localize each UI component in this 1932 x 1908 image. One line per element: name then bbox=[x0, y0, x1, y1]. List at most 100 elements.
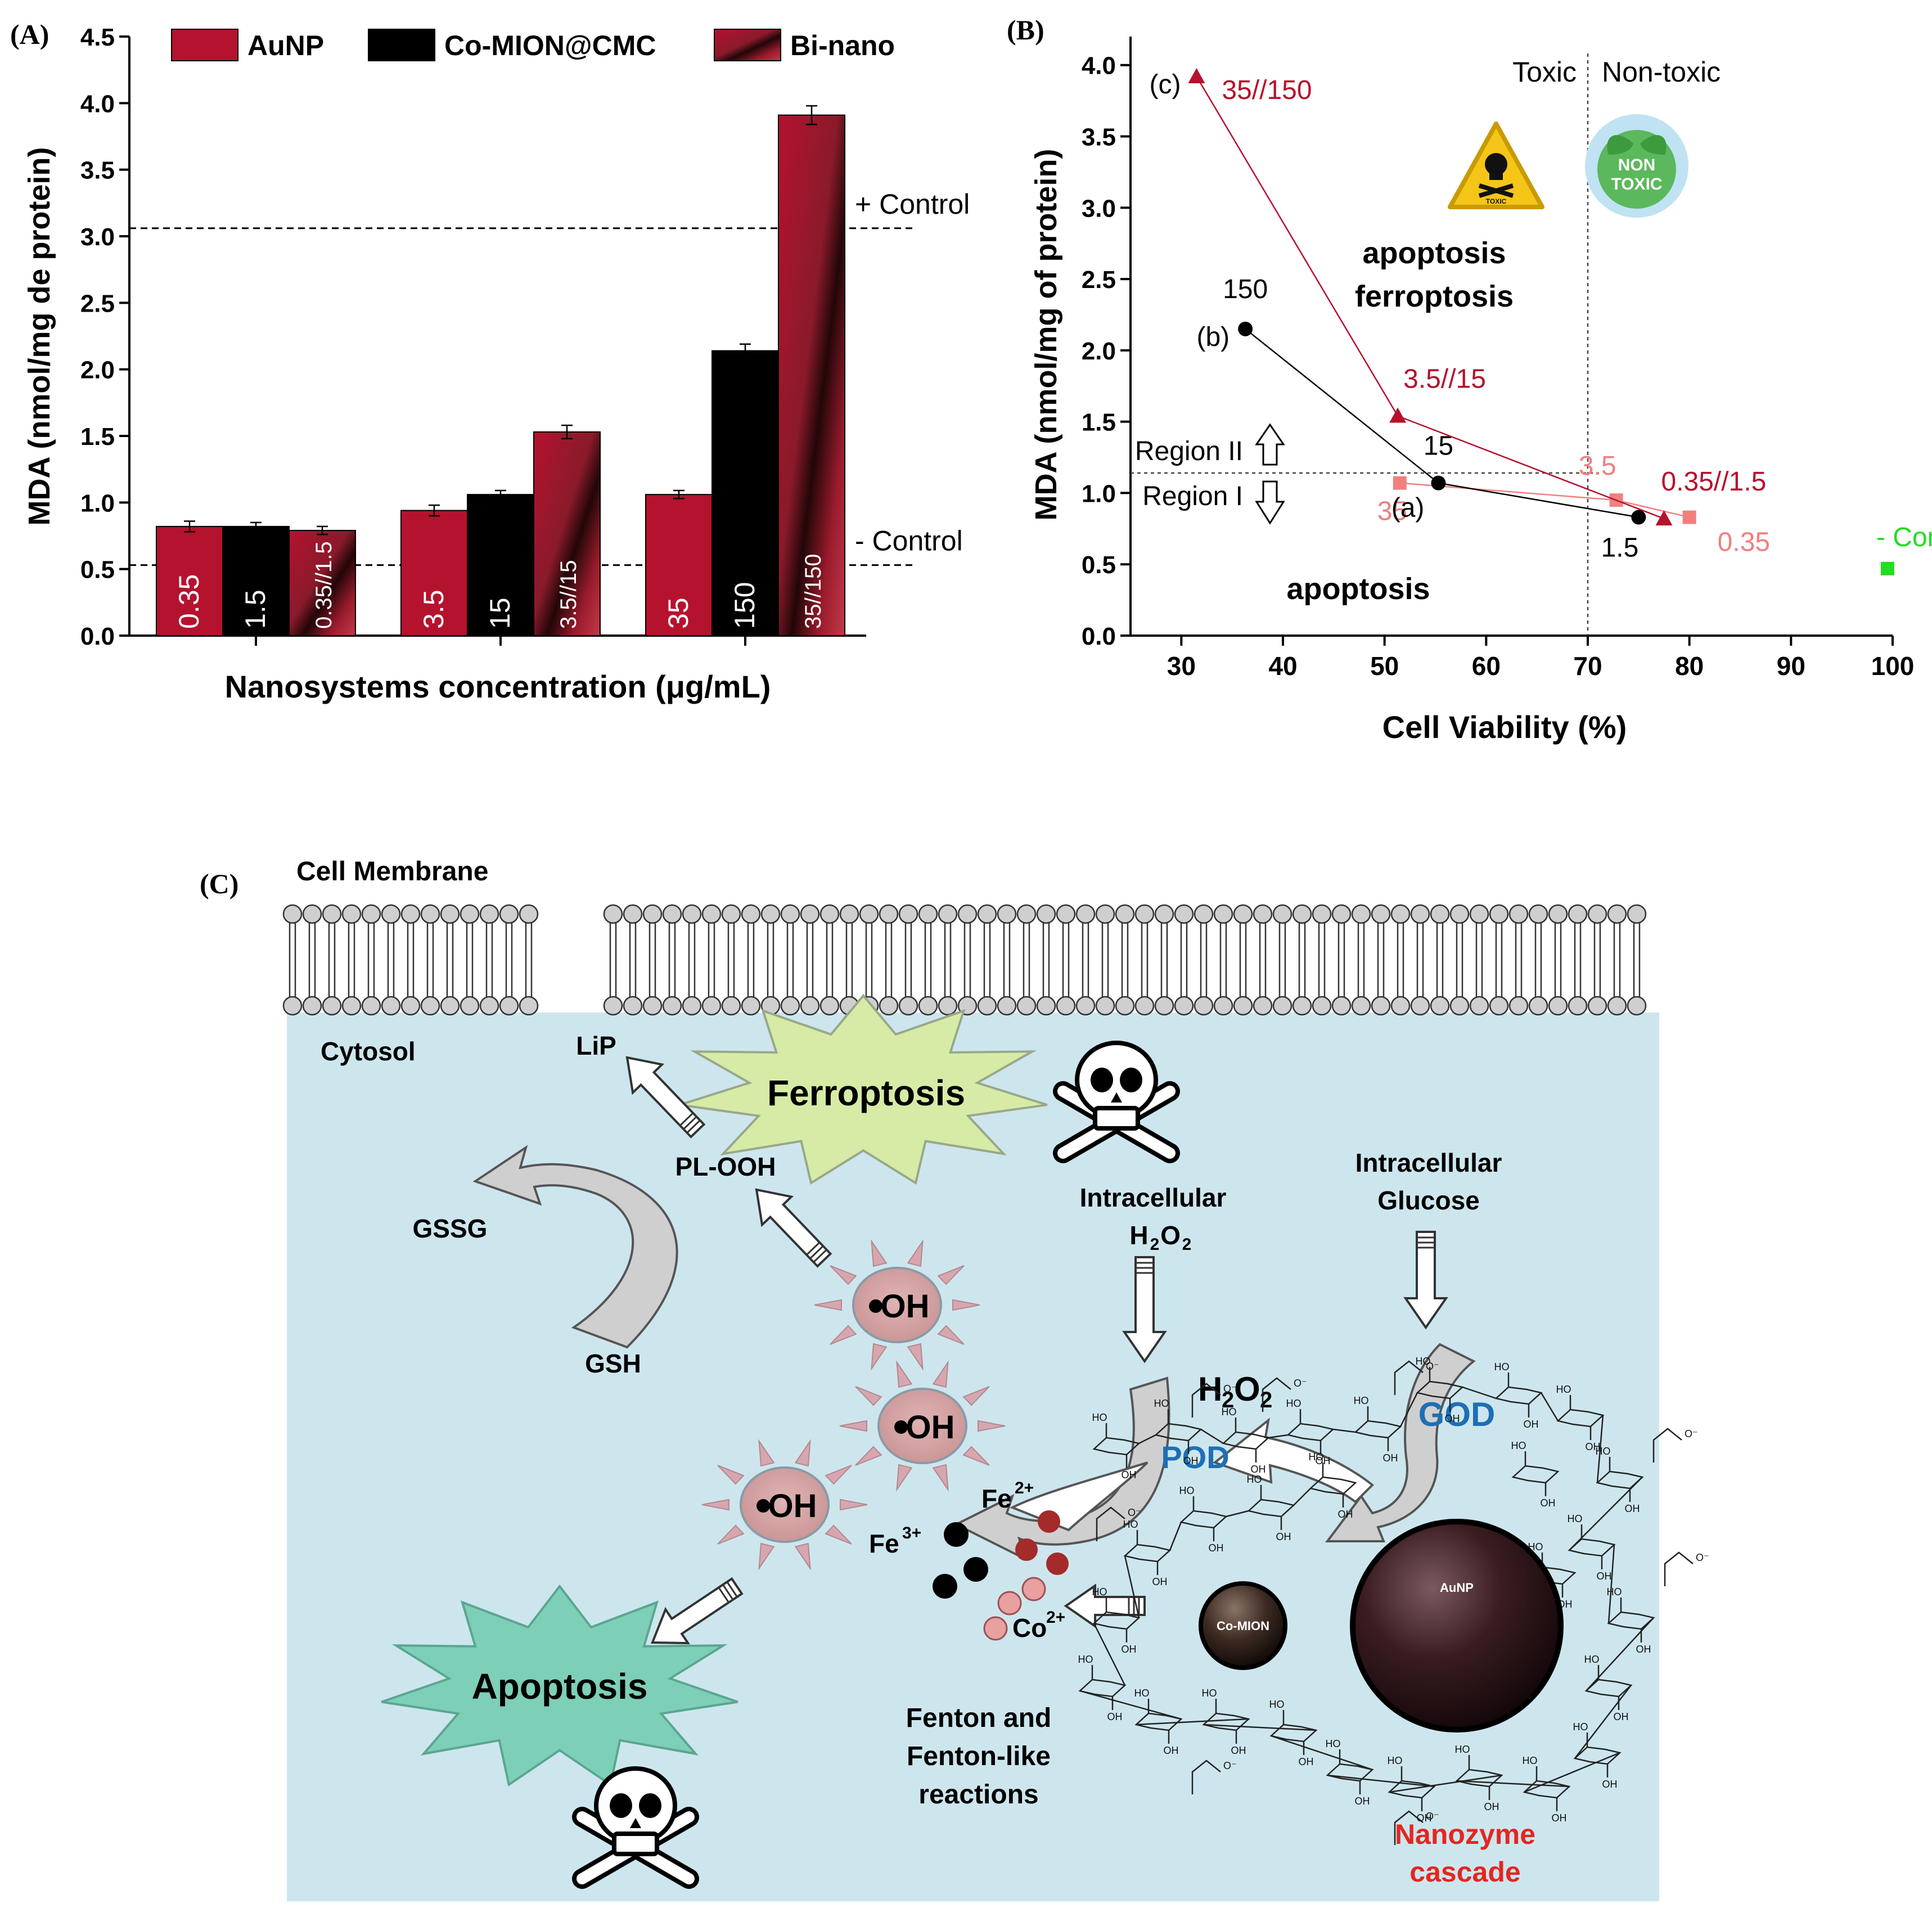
cmc-glycosidic-bond bbox=[1456, 1780, 1570, 1788]
apoptosis-label: Apoptosis bbox=[472, 1666, 648, 1707]
radical-dot-icon bbox=[894, 1420, 908, 1434]
lipid-head-icon bbox=[302, 904, 322, 924]
lipid-head-icon bbox=[898, 996, 918, 1016]
b-toxic-label: Toxic bbox=[1512, 56, 1577, 88]
svg-text:2: 2 bbox=[1260, 1388, 1272, 1412]
arrow-tail-stripe bbox=[686, 1119, 701, 1133]
radical-spike bbox=[855, 1446, 882, 1466]
intracellular-h2o2-label-1: Intracellular bbox=[1080, 1183, 1227, 1212]
radical-spike bbox=[871, 1343, 888, 1371]
panel-label-a: (A) bbox=[10, 19, 49, 50]
lipid-head-icon bbox=[662, 904, 682, 924]
b-x-tick-label: 30 bbox=[1167, 651, 1196, 681]
b-series: 353.50.35150151.535//1503.5//150.35//1.5… bbox=[1149, 68, 1932, 575]
non-toxic-sign-text-1: NON bbox=[1618, 156, 1656, 174]
skull-crossbones-icon-top bbox=[1053, 1041, 1180, 1163]
lipid-head-icon bbox=[1075, 996, 1096, 1016]
cmc-glycosidic-bond bbox=[1136, 1718, 1249, 1726]
b-point-label: 35 bbox=[1377, 497, 1407, 526]
cmc-label: OH bbox=[1338, 1509, 1353, 1520]
cmc-label: OH bbox=[1231, 1745, 1246, 1756]
lipid-head-icon bbox=[918, 996, 938, 1016]
cmc-carboxymethyl bbox=[1394, 1360, 1424, 1395]
co-mion-particle-icon bbox=[1199, 1581, 1287, 1670]
a-y-tick-label: 1.0 bbox=[80, 489, 115, 517]
cmc-label: HO bbox=[1134, 1688, 1150, 1699]
lipid-head-icon bbox=[1449, 996, 1470, 1016]
lipid-head-icon bbox=[760, 904, 781, 924]
ferroptosis-burst-icon: Ferroptosis bbox=[679, 993, 1048, 1185]
radical-dot-icon bbox=[869, 1299, 882, 1313]
b-region-up-arrow-icon bbox=[1255, 423, 1285, 466]
svg-text:2+: 2+ bbox=[1046, 1608, 1065, 1627]
lipid-head-icon bbox=[879, 996, 899, 1016]
b-point bbox=[1655, 510, 1673, 526]
lipid-head-icon bbox=[603, 996, 623, 1016]
lipid-head-icon bbox=[1154, 904, 1174, 924]
intracellular-glucose-label-2: Glucose bbox=[1377, 1186, 1480, 1215]
hydroxyl-radical-icon: OH bbox=[839, 1360, 1006, 1492]
a-y-tick-label: 0.0 bbox=[80, 623, 115, 650]
arrow-tail-stripe bbox=[813, 1249, 827, 1263]
lipid-head-icon bbox=[1430, 904, 1450, 924]
cmc-label: HO bbox=[1123, 1519, 1138, 1530]
lipid-head-icon bbox=[1312, 904, 1332, 924]
lipid-head-icon bbox=[1587, 904, 1607, 924]
cmc-label: HO bbox=[1568, 1513, 1583, 1524]
radical-spike bbox=[794, 1439, 811, 1467]
b-point-label: 3.5//15 bbox=[1403, 364, 1486, 394]
lipid-head-icon bbox=[1312, 996, 1332, 1016]
arrow-tail-stripe bbox=[679, 1112, 694, 1126]
radical-core bbox=[740, 1466, 830, 1543]
lipid-head-icon bbox=[322, 904, 342, 924]
radical-spike bbox=[794, 1542, 811, 1570]
cmc-polymer-network: HOOHHOOHHOOHHOOHHOOHHOOHHOOHHOOHHOOHHOOH… bbox=[1078, 1356, 1709, 1845]
pl-ooh-label: PL-OOH bbox=[675, 1152, 776, 1181]
lipid-head-icon bbox=[479, 996, 499, 1016]
radical-spike bbox=[978, 1420, 1006, 1432]
lipid-head-icon bbox=[1213, 904, 1233, 924]
b-point-label: - Control bbox=[1876, 523, 1932, 552]
lipid-head-icon bbox=[603, 904, 623, 924]
cmc-label: O⁻ bbox=[1223, 1383, 1237, 1394]
cmc-label: HO bbox=[1286, 1398, 1301, 1409]
b-apoptosis-ferroptosis-label-2: ferroptosis bbox=[1355, 280, 1514, 313]
cmc-label: HO bbox=[1247, 1474, 1262, 1485]
svg-text:O: O bbox=[1160, 1221, 1181, 1250]
lipid-head-icon bbox=[1607, 996, 1627, 1016]
lipid-head-icon bbox=[1292, 996, 1312, 1016]
lipid-head-icon bbox=[1489, 904, 1509, 924]
cmc-glycosidic-bond bbox=[1596, 1415, 1604, 1483]
gsh-label: GSH bbox=[585, 1349, 641, 1378]
pl-ooh-to-lip-arrow-icon bbox=[625, 1056, 706, 1138]
lipid-head-icon bbox=[1449, 904, 1470, 924]
h2o2-down-arrow-icon bbox=[1122, 1256, 1167, 1364]
cmc-label: OH bbox=[1383, 1452, 1398, 1464]
lipid-head-icon bbox=[1568, 996, 1588, 1016]
pod-label: POD bbox=[1161, 1439, 1229, 1475]
toxic-sign-icon: TOXIC bbox=[1448, 122, 1544, 209]
lipid-head-icon bbox=[1174, 996, 1194, 1016]
a-bar bbox=[467, 494, 534, 637]
b-y-tick-label: 0.5 bbox=[1082, 551, 1116, 579]
cytosol-label: Cytosol bbox=[321, 1037, 416, 1066]
cmc-carboxymethyl bbox=[1096, 1506, 1125, 1541]
a-bar-label: 0.35//1.5 bbox=[312, 541, 336, 629]
b-y-tick-label: 4.0 bbox=[1082, 52, 1116, 80]
arrow-tail-stripe bbox=[806, 1241, 821, 1256]
svg-text:2: 2 bbox=[1222, 1388, 1234, 1412]
cmc-label: OH bbox=[1251, 1464, 1266, 1475]
radical-spike bbox=[830, 1325, 857, 1345]
svg-text:2+: 2+ bbox=[1015, 1479, 1034, 1497]
a-bar-label: 3.5 bbox=[418, 590, 449, 629]
non-toxic-sign-text-2: TOXIC bbox=[1611, 175, 1662, 194]
cmc-label: HO bbox=[1309, 1451, 1324, 1462]
svg-text:2: 2 bbox=[1150, 1235, 1160, 1254]
cmc-carboxymethyl bbox=[1191, 1760, 1221, 1794]
svg-text:O: O bbox=[1234, 1370, 1260, 1408]
fenton-label-2: Fenton-like bbox=[907, 1742, 1051, 1771]
intracellular-glucose-label-1: Intracellular bbox=[1355, 1148, 1502, 1177]
a-reference-label: - Control bbox=[855, 525, 963, 557]
radical-spike bbox=[896, 1360, 913, 1388]
radical-spike bbox=[855, 1386, 882, 1406]
